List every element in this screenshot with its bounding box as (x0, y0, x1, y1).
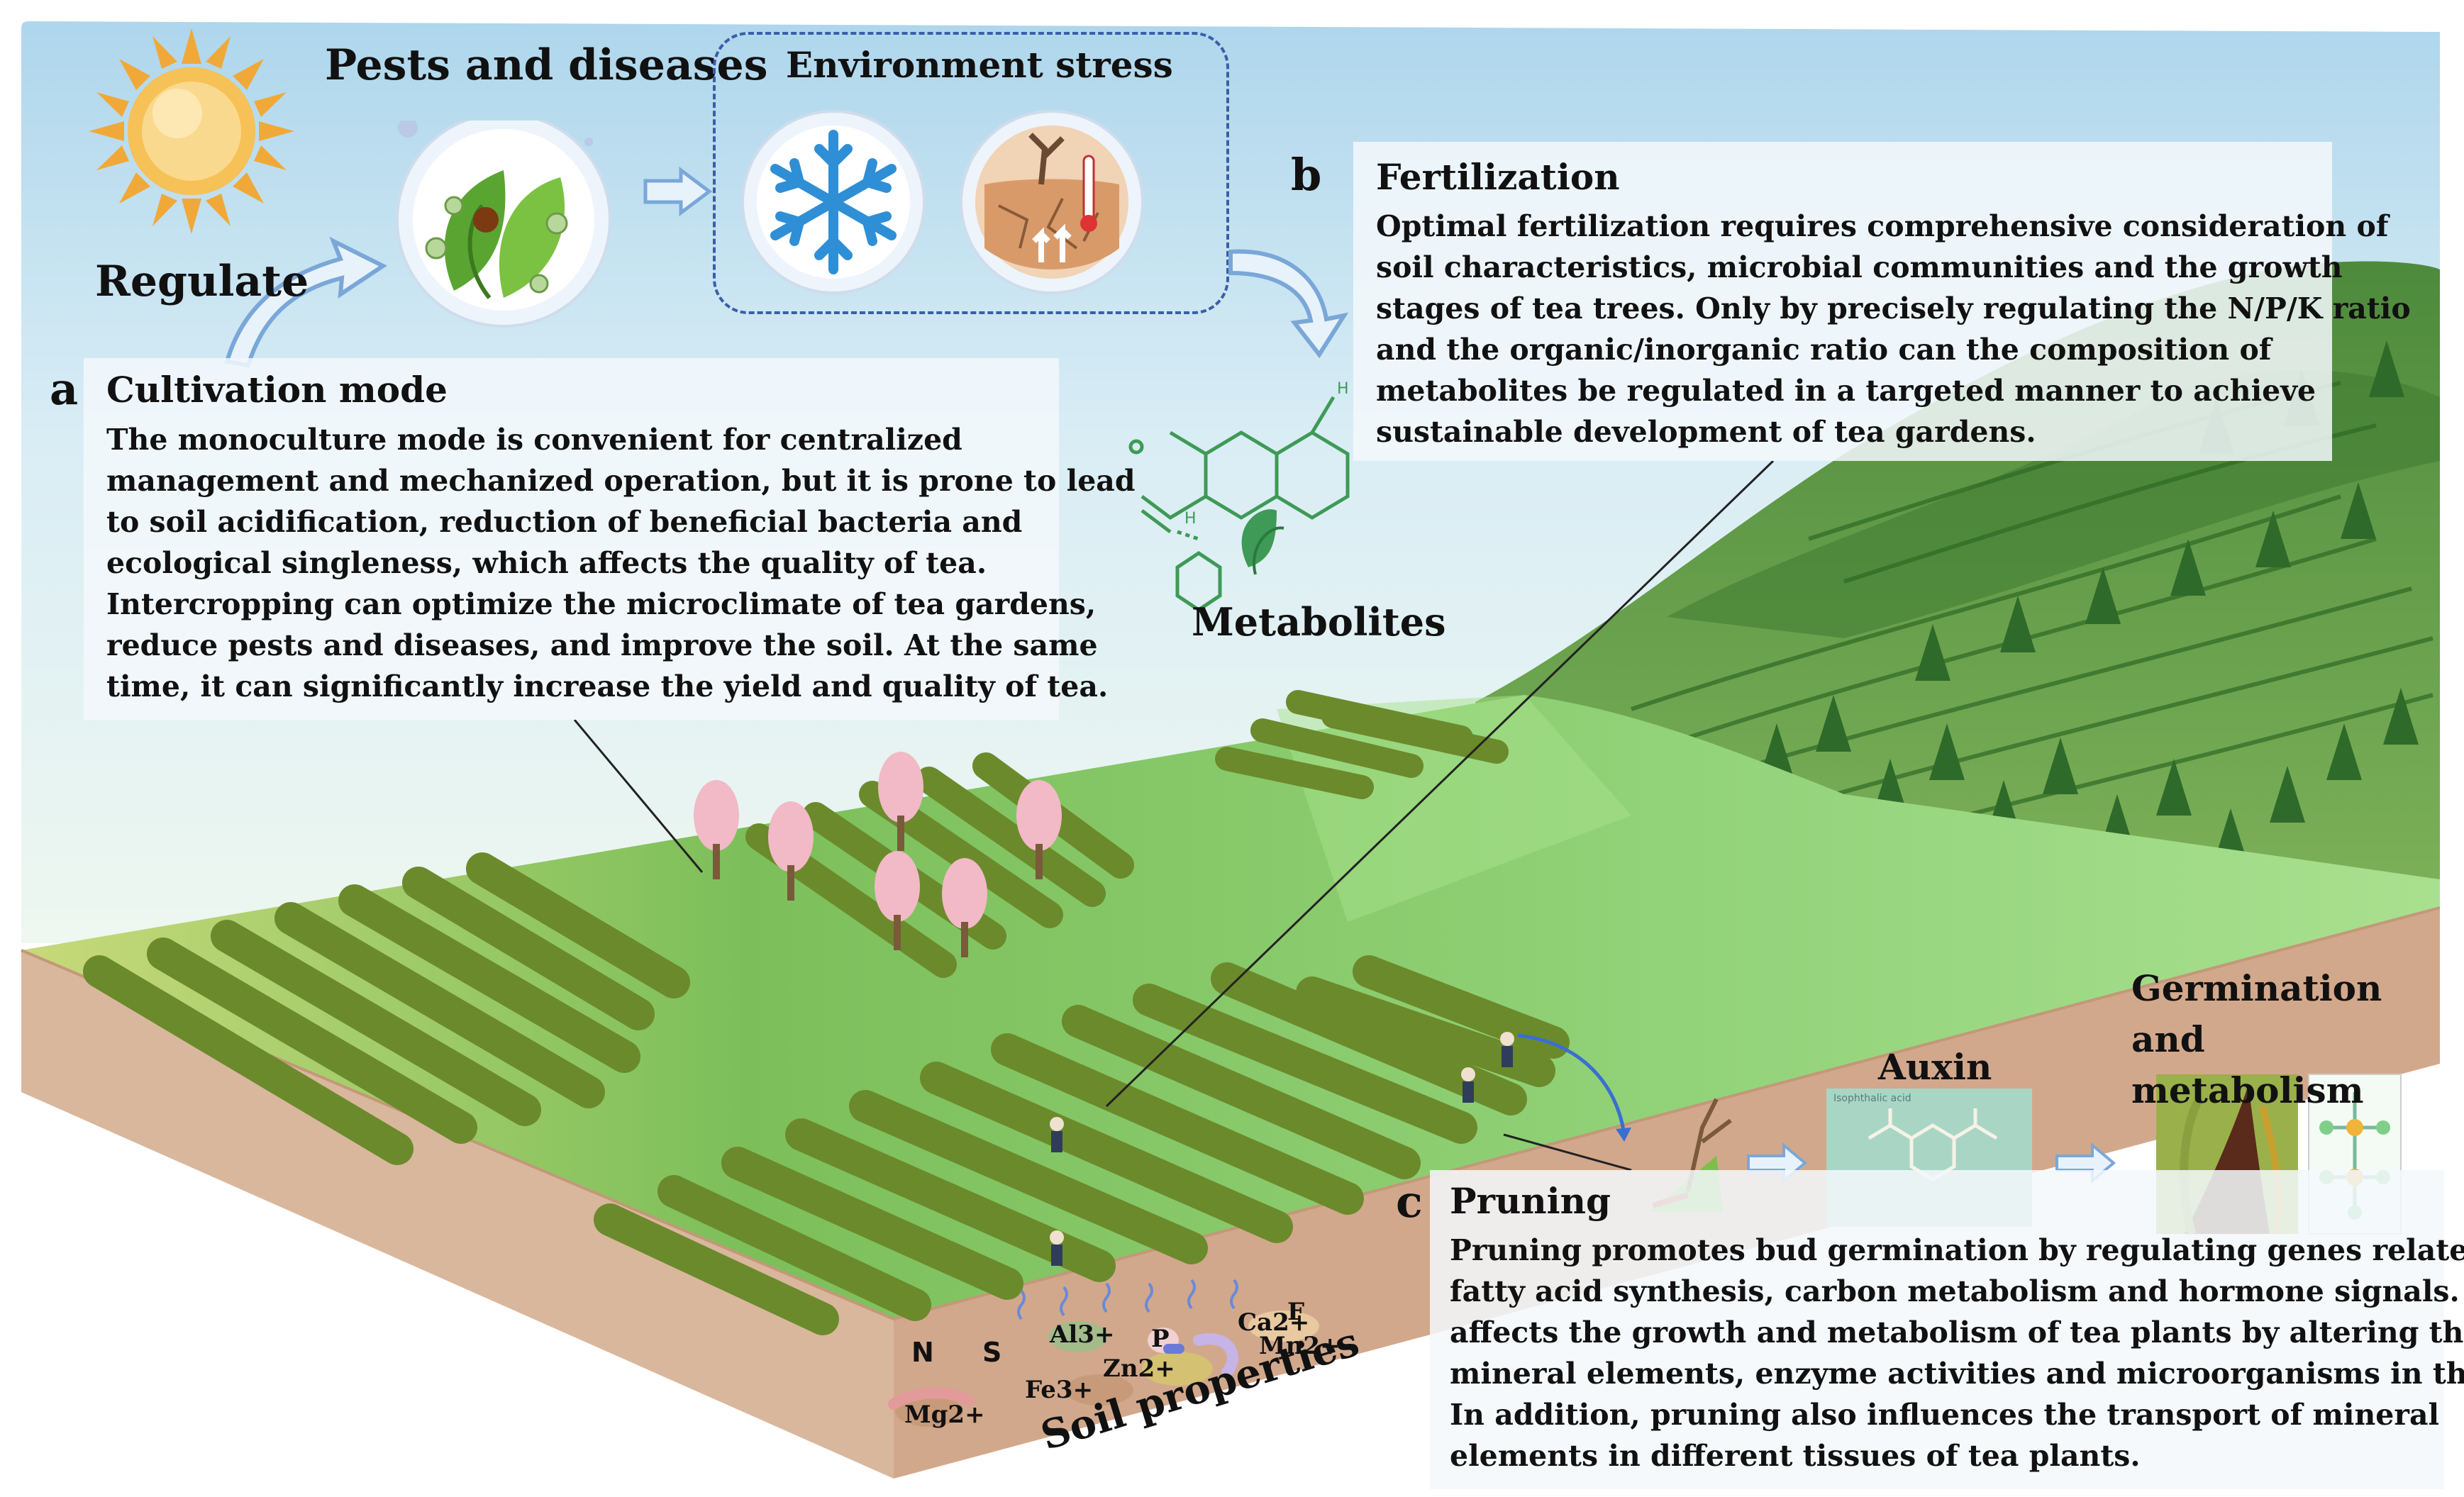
regulate-arrow-icon (224, 236, 387, 368)
element-zn: Zn2+ (1103, 1354, 1175, 1383)
panel-a-title: Cultivation mode (106, 369, 448, 411)
curved-arrow-icon (1228, 249, 1349, 359)
panel-c-title: Pruning (1450, 1180, 1611, 1222)
panel-a-line: management and mechanized operation, but… (106, 464, 1136, 498)
panel-a-letter: a (50, 363, 79, 415)
element-al: Al3+ (1050, 1320, 1115, 1349)
panel-c-letter: c (1396, 1176, 1423, 1228)
element-mg: Mg2+ (904, 1401, 985, 1429)
auxin-card-text: Isophthalic acid (1833, 1093, 1911, 1104)
snowflake-icon (770, 130, 897, 274)
drought-circle (960, 110, 1144, 294)
tea-rows-front (594, 955, 1570, 1335)
cherry-tree-icon (694, 752, 1062, 957)
metabolites-label: Metabolites (1192, 599, 1446, 645)
panel-b-line: soil characteristics, microbial communit… (1376, 250, 2343, 284)
panel-c-line: affects the growth and metabolism of tea… (1450, 1315, 2464, 1349)
tea-rows-back (1215, 690, 1509, 799)
tea-leaf-icon (1241, 509, 1284, 575)
soil-left-face (21, 950, 894, 1479)
svg-text:H: H (1184, 510, 1197, 528)
environment-stress-title: Environment stress (786, 44, 1173, 86)
leaf-pest-icon (425, 170, 568, 299)
panel-c-body: Pruning promotes bud germination by regu… (1450, 1230, 2464, 1476)
element-fe: Fe3+ (1025, 1376, 1094, 1404)
panel-b-line: Optimal fertilization requires comprehen… (1376, 209, 2389, 243)
pests-circle (396, 121, 611, 328)
soil-microbe-icons (888, 1279, 1319, 1427)
panel-a-line: reduce pests and diseases, and improve t… (106, 628, 1098, 662)
germination-label: Germination and metabolism (2131, 963, 2464, 1116)
pests-title: Pests and diseases (325, 40, 768, 90)
svg-text:H: H (1337, 380, 1349, 398)
panel-c-line: Pruning promotes bud germination by regu… (1450, 1233, 2464, 1267)
molecule-icon: H H (1128, 380, 1350, 613)
element-n: N (911, 1337, 934, 1368)
environment-stress-box (713, 32, 1229, 314)
arrow-right-icon (643, 167, 713, 216)
panel-a-line: to soil acidification, reduction of bene… (106, 505, 1023, 539)
panel-a-line: The monoculture mode is convenient for c… (106, 423, 962, 457)
panel-c-line: fatty acid synthesis, carbon metabolism … (1450, 1274, 2464, 1308)
panel-c-pruning: Pruning Pruning promotes bud germination… (1430, 1170, 2464, 1489)
panel-b-line: sustainable development of tea gardens. (1376, 415, 2036, 449)
element-ca: Ca2+ (1238, 1308, 1310, 1337)
regulate-label: Regulate (95, 257, 309, 306)
farmer-icon (1050, 1032, 1514, 1266)
germination-line: metabolism (2131, 1069, 2364, 1111)
element-p: P (1151, 1325, 1170, 1353)
panel-b-title: Fertilization (1376, 156, 1620, 198)
drought-icon (984, 133, 1119, 269)
panel-a-cultivation: Cultivation mode The monoculture mode is… (84, 358, 1136, 720)
auxin-label: Auxin (1878, 1046, 1992, 1088)
grass-field (21, 695, 2440, 1319)
panel-c-line: In addition, pruning also influences the… (1450, 1398, 2440, 1432)
panel-b-line: metabolites be regulated in a targeted m… (1376, 374, 2316, 408)
element-f: F (1287, 1298, 1305, 1326)
element-mn: Mn2+ (1259, 1332, 1341, 1360)
panel-a-line: ecological singleness, which affects the… (106, 546, 987, 580)
panel-b-body: Optimal fertilization requires comprehen… (1376, 206, 2411, 452)
panel-a-line: Intercropping can optimize the microclim… (106, 587, 1097, 621)
panel-b-letter: b (1291, 149, 1322, 201)
panel-a-body: The monoculture mode is convenient for c… (106, 419, 1136, 707)
soil-properties-group: N S Al3+ P Ca2+ F Mn2+ Mg2+ Fe3+ Zn2+ (844, 1248, 1355, 1475)
tea-rows-left (83, 852, 690, 1165)
panel-c-line: mineral elements, enzyme activities and … (1450, 1357, 2464, 1391)
germination-line: Germination and (2131, 967, 2382, 1060)
panel-a-line: time, it can significantly increase the … (106, 669, 1109, 703)
panel-b-line: stages of tea trees. Only by precisely r… (1376, 291, 2411, 325)
element-s: S (982, 1337, 1002, 1368)
snowflake-circle (741, 110, 926, 294)
isophthalic-acid-icon (1868, 1108, 1998, 1181)
sun-icon (89, 28, 294, 234)
panel-b-fertilization: Fertilization Optimal fertilization requ… (1353, 142, 2411, 461)
panel-b-line: and the organic/inorganic ratio can the … (1376, 333, 2272, 367)
panel-c-line: elements in different tissues of tea pla… (1450, 1439, 2141, 1473)
